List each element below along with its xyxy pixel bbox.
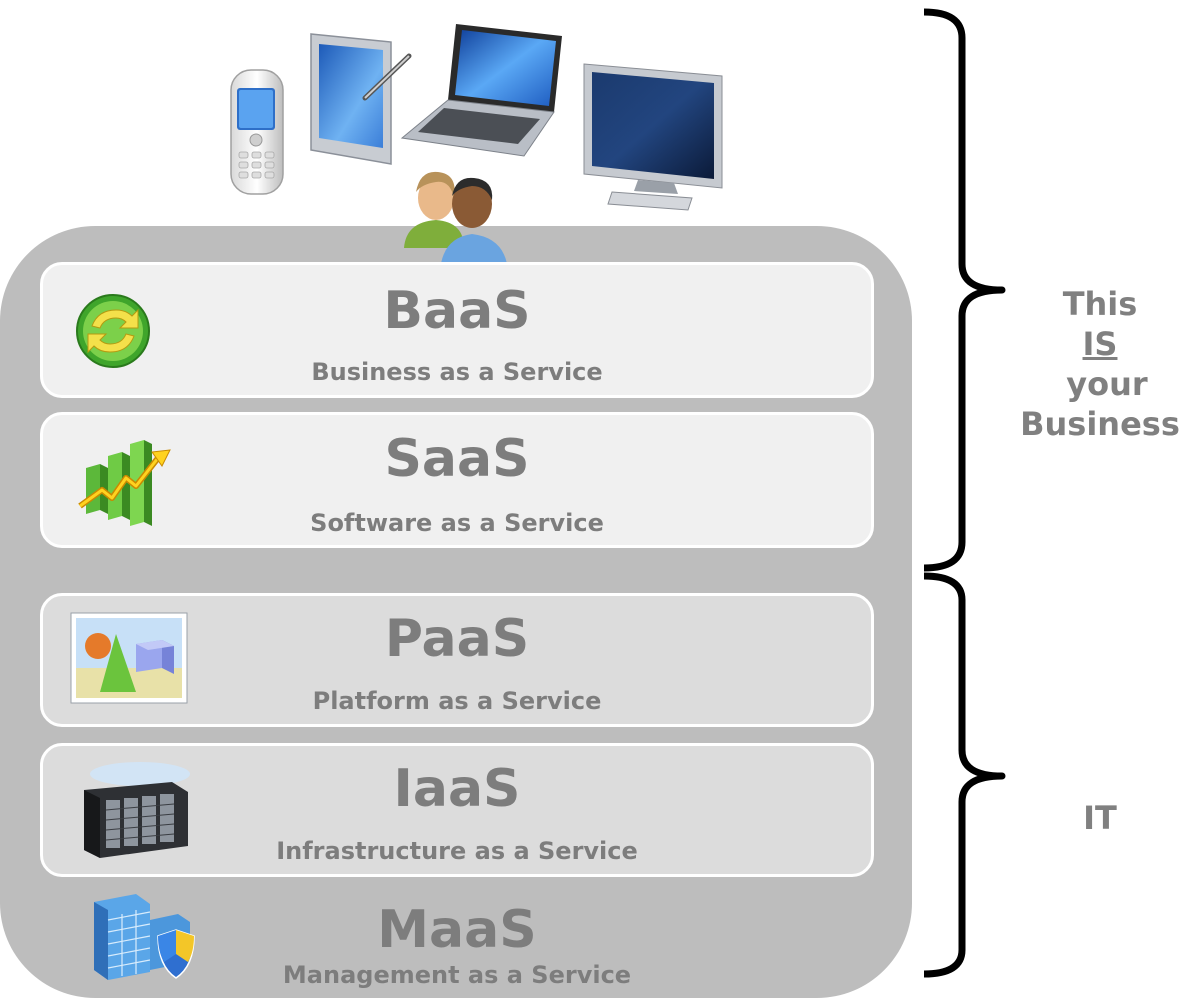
refresh-arrows-icon	[76, 294, 150, 368]
business-label: This IS your Business	[1010, 284, 1190, 444]
business-label-line4: Business	[1020, 405, 1180, 443]
tablet-icon	[310, 33, 412, 165]
business-label-line2: IS	[1082, 325, 1118, 363]
layer-subtitle: Software as a Service	[310, 509, 604, 537]
it-brace	[923, 572, 1006, 978]
desktop-monitor-icon	[583, 63, 723, 211]
layer-subtitle: Infrastructure as a Service	[276, 837, 638, 865]
maas-subtitle: Management as a Service	[282, 961, 632, 989]
mobile-phone-icon	[230, 69, 284, 195]
growth-chart-icon	[78, 440, 171, 526]
layer-title: BaaS	[383, 281, 531, 341]
layer-subtitle: Business as a Service	[311, 358, 603, 386]
layer-title: SaaS	[384, 429, 530, 489]
building-shield-icon	[94, 894, 195, 980]
layer-saas: SaaS Software as a Service	[40, 412, 874, 548]
layer-baas: BaaS Business as a Service	[40, 262, 874, 398]
laptop-icon	[400, 24, 562, 157]
layer-title: IaaS	[393, 759, 521, 819]
business-brace	[923, 8, 1006, 572]
layer-title: PaaS	[384, 609, 530, 669]
layer-paas: PaaS Platform as a Service	[40, 593, 874, 727]
business-label-line1: This	[1062, 285, 1138, 323]
business-label-line3: your	[1066, 365, 1148, 403]
maas-title: MaaS	[377, 900, 537, 960]
server-rack-icon	[84, 762, 190, 858]
shapes-picture-icon	[70, 612, 188, 704]
it-label: IT	[1083, 799, 1117, 837]
users-icon	[404, 171, 508, 272]
layer-subtitle: Platform as a Service	[312, 687, 602, 715]
